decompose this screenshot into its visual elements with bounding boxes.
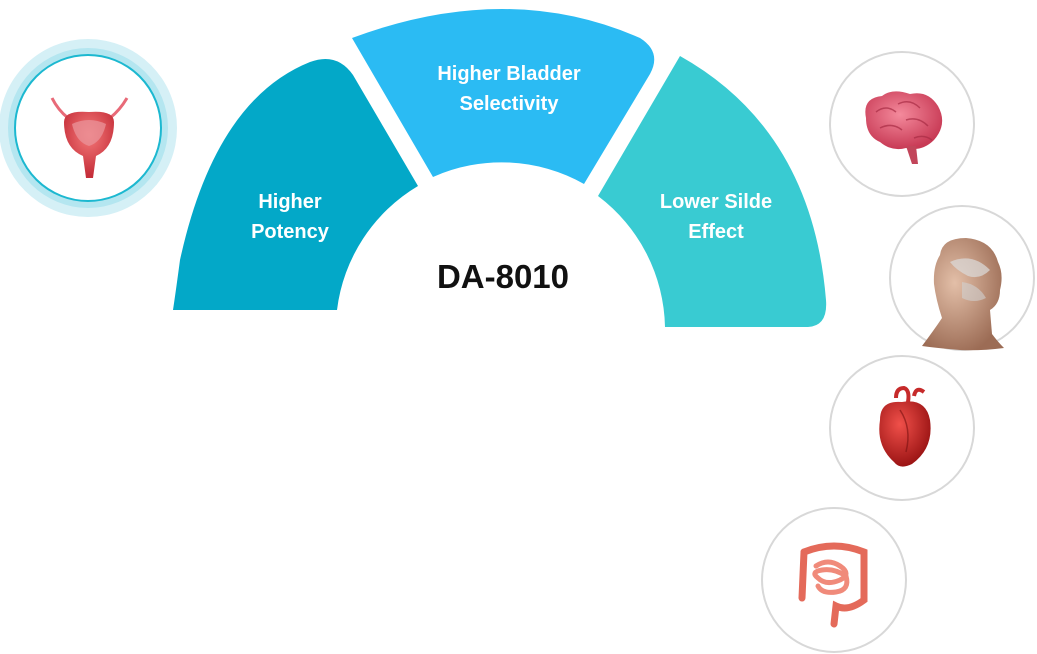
heart-icon [879, 385, 931, 467]
head-icon [922, 238, 1004, 351]
side-effect-label-line-1: Lower Silde [660, 191, 772, 213]
segment-higher-bladder-selectivity [352, 9, 655, 184]
potency-label-line-1: Higher [258, 191, 322, 213]
bladder-icon [50, 97, 129, 178]
selectivity-label-line-2: Selectivity [460, 93, 560, 115]
side-effect-label-line-2: Effect [688, 221, 744, 243]
head-node [889, 205, 1035, 351]
segment-higher-potency [173, 58, 418, 310]
bladder-node [0, 39, 177, 217]
intestine-icon [798, 542, 868, 628]
segment-lower-side-effect [598, 56, 827, 327]
brain-icon [865, 91, 943, 164]
intestine-node [761, 507, 907, 653]
center-title: DA-8010 [437, 258, 569, 295]
selectivity-label-line-1: Higher Bladder [437, 63, 581, 85]
heart-node [829, 355, 975, 501]
potency-label-line-2: Potency [251, 221, 330, 243]
brain-node [829, 51, 975, 197]
